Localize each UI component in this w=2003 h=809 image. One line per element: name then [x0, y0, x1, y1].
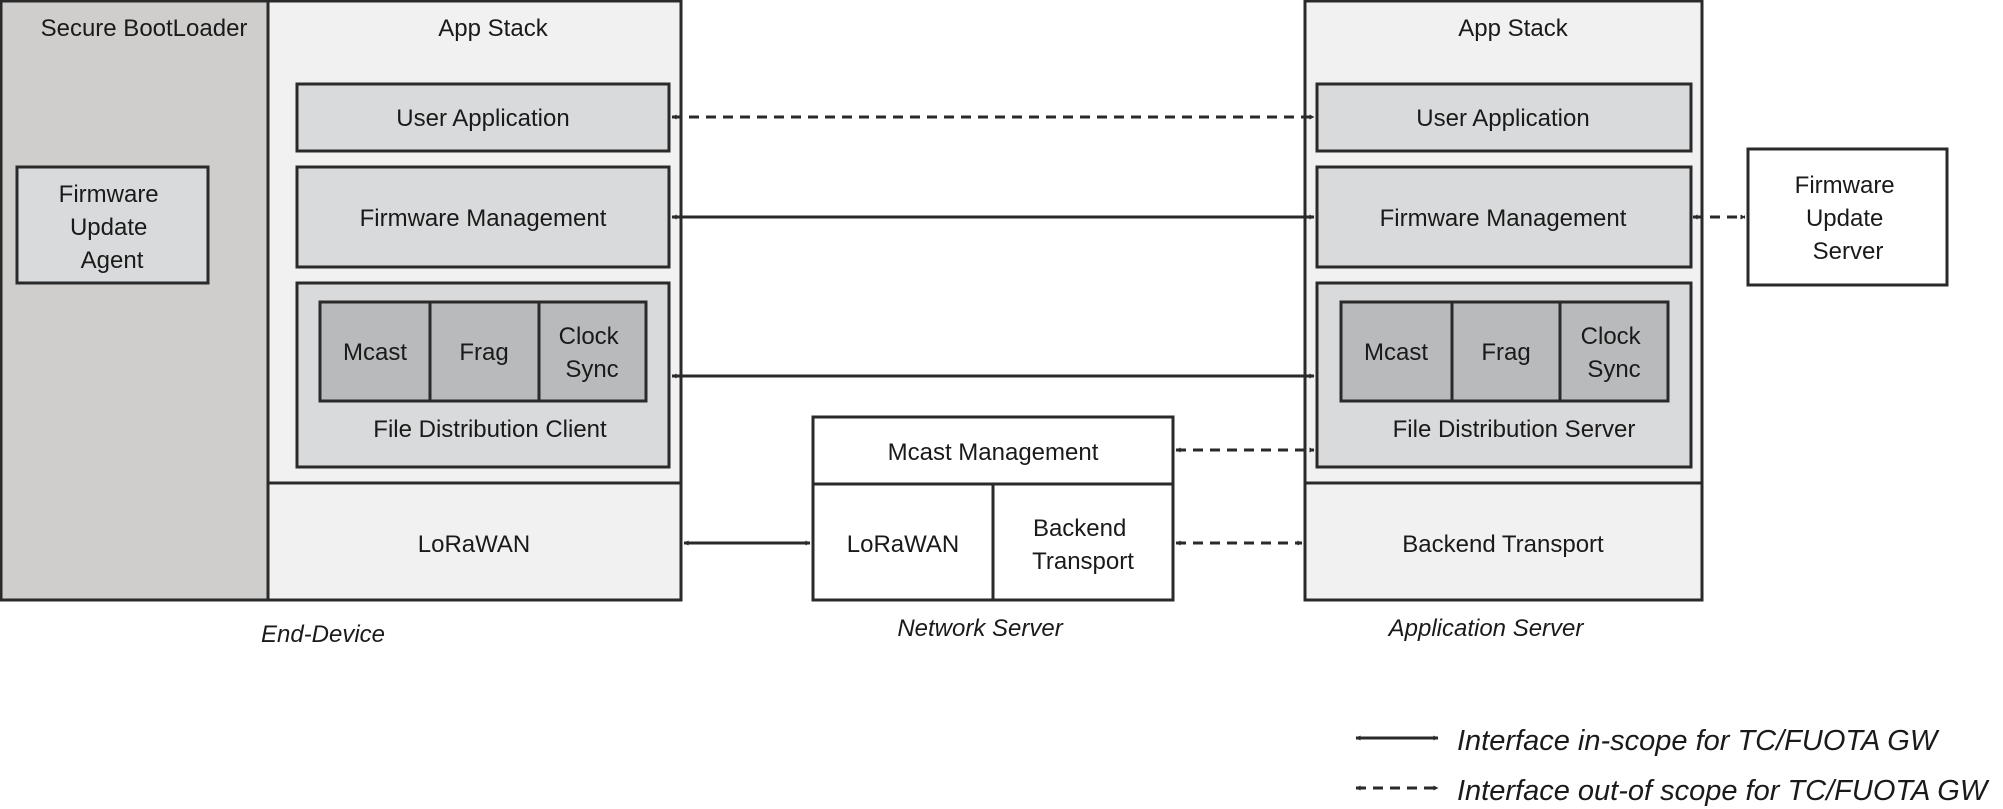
device-clock-sync-label: Clock Sync: [559, 323, 626, 383]
device-lorawan-box: [266, 481, 683, 602]
device-frag-label: Frag: [459, 339, 508, 366]
end-device-caption: End-Device: [261, 621, 385, 648]
server-clock-sync-label: Clock Sync: [1581, 323, 1648, 383]
end-device: Secure BootLoader Firmware Update Agent …: [0, 0, 683, 648]
firmware-update-server: Firmware Update Server: [1746, 147, 1949, 287]
interfaces: [671, 114, 1746, 546]
application-server-caption: Application Server: [1387, 615, 1585, 642]
server-user-application-label: User Application: [1416, 105, 1589, 132]
device-user-application-label: User Application: [396, 105, 569, 132]
network-server-caption: Network Server: [897, 615, 1063, 642]
device-lorawan-label: LoRaWAN: [418, 531, 530, 558]
legend-out-of-scope-label: Interface out-of scope for TC/FUOTA GW: [1457, 775, 1990, 807]
device-user-application-box: [295, 82, 671, 153]
network-lorawan-label: LoRaWAN: [847, 531, 959, 558]
firmware-update-agent-line-1: Firmware: [59, 181, 159, 208]
network-backend-transport-label: Backend Transport: [1032, 515, 1134, 575]
server-mcast-label: Mcast: [1364, 339, 1428, 366]
device-mcast-label: Mcast: [343, 339, 407, 366]
server-firmware-management-label: Firmware Management: [1380, 205, 1627, 232]
mcast-management-label: Mcast Management: [888, 439, 1099, 466]
application-server: App Stack User Application Firmware Mana…: [1303, 0, 1704, 642]
server-frag-label: Frag: [1481, 339, 1530, 366]
firmware-update-agent-box: [15, 165, 210, 285]
server-firmware-management-box: [1315, 165, 1693, 269]
firmware-update-server-label: Firmware Update Server: [1795, 172, 1902, 265]
server-backend-transport-label: Backend Transport: [1402, 531, 1604, 558]
device-clock-sync-line-1: Clock: [559, 323, 620, 350]
firmware-update-server-line-2: Update: [1806, 205, 1883, 232]
device-clock-sync-box: [537, 300, 648, 403]
device-app-stack-title: App Stack: [438, 15, 548, 42]
secure-bootloader-title: Secure BootLoader: [41, 15, 248, 42]
legend-in-scope-label: Interface in-scope for TC/FUOTA GW: [1457, 725, 1940, 757]
firmware-update-agent-line-3: Agent: [81, 247, 144, 274]
file-distribution-server-label: File Distribution Server: [1393, 416, 1636, 443]
legend: Interface in-scope for TC/FUOTA GW Inter…: [1355, 725, 1990, 807]
device-clock-sync-line-2: Sync: [565, 356, 618, 383]
server-user-application-box: [1315, 82, 1693, 153]
network-backend-transport-box: [991, 482, 1175, 602]
mcast-management-box: [811, 415, 1175, 486]
device-firmware-management-label: Firmware Management: [360, 205, 607, 232]
server-clock-sync-line-2: Sync: [1587, 356, 1640, 383]
network-backend-transport-line-1: Backend: [1033, 515, 1126, 542]
server-clock-sync-line-1: Clock: [1581, 323, 1642, 350]
firmware-update-server-line-3: Server: [1813, 238, 1884, 265]
firmware-update-agent-label: Firmware Update Agent: [59, 181, 166, 274]
device-firmware-management-box: [295, 165, 671, 269]
server-mcast-box: [1339, 300, 1454, 403]
server-backend-transport-box: [1303, 481, 1704, 602]
network-server: Mcast Management LoRaWAN Backend Transpo…: [811, 415, 1175, 642]
network-backend-transport-line-2: Transport: [1032, 548, 1134, 575]
secure-bootloader-box: [0, 0, 270, 602]
firmware-update-agent-line-2: Update: [70, 214, 147, 241]
firmware-update-server-box: [1746, 147, 1949, 287]
file-distribution-client-label: File Distribution Client: [373, 416, 607, 443]
server-frag-box: [1450, 300, 1562, 403]
firmware-update-server-line-1: Firmware: [1795, 172, 1895, 199]
device-mcast-box: [318, 300, 432, 403]
server-clock-sync-box: [1558, 300, 1670, 403]
server-app-stack-title: App Stack: [1458, 15, 1568, 42]
device-frag-box: [428, 300, 541, 403]
